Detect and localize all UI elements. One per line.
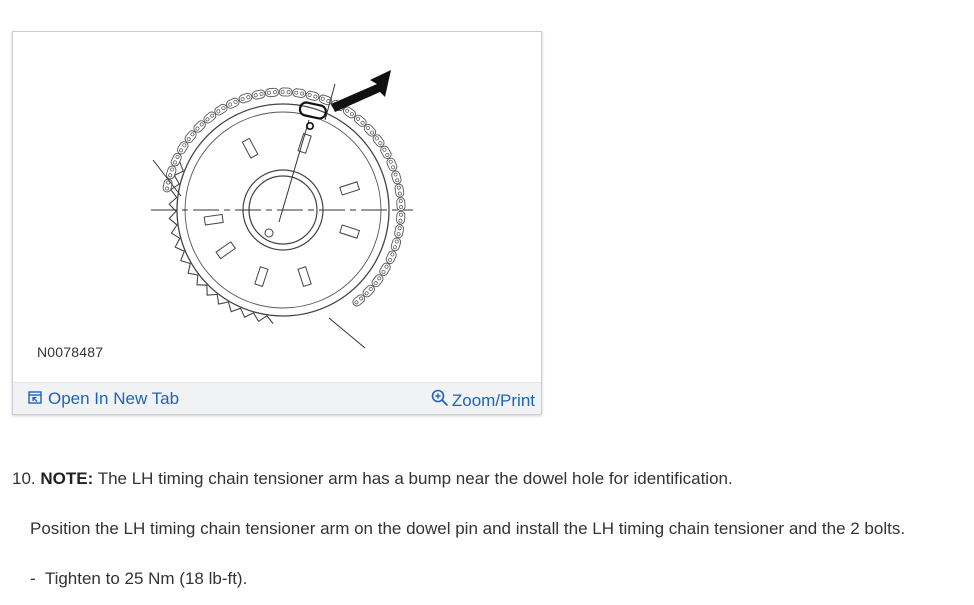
timing-chain xyxy=(162,87,406,307)
torque-spec-line: - Tighten to 25 Nm (18 lb-ft). xyxy=(30,569,247,589)
leader-line-left xyxy=(152,159,182,197)
zoom-print-link[interactable]: Zoom/Print xyxy=(431,389,535,412)
step-number: 10. xyxy=(12,469,36,488)
step-note-line: 10. NOTE: The LH timing chain tensioner … xyxy=(12,469,733,489)
figure-card: N0078487 Open In New Tab xyxy=(12,31,542,415)
open-in-new-tab-link[interactable]: Open In New Tab xyxy=(28,389,179,409)
timing-chain-illustration xyxy=(151,70,413,349)
figure-id-label: N0078487 xyxy=(37,344,104,360)
note-text: The LH timing chain tensioner arm has a … xyxy=(97,469,733,488)
sprocket-teeth xyxy=(168,161,274,324)
torque-spec: Tighten to 25 Nm (18 lb-ft). xyxy=(44,569,248,588)
step-instruction: Position the LH timing chain tensioner a… xyxy=(30,519,906,538)
figure-toolbar: Open In New Tab Zoom/Print xyxy=(13,382,541,414)
axis-line xyxy=(278,119,310,223)
leader-line-top xyxy=(324,83,336,121)
sprocket-dowel xyxy=(264,228,274,238)
open-in-new-tab-label: Open In New Tab xyxy=(48,389,180,408)
leader-line-bottom xyxy=(328,317,366,349)
dowel-hole-marker xyxy=(305,122,314,131)
bullet-marker: - xyxy=(30,569,36,588)
note-label: NOTE: xyxy=(40,469,94,488)
tensioner-bump-highlight xyxy=(298,101,327,120)
timing-chain-diagram xyxy=(13,32,541,382)
zoom-in-icon xyxy=(431,389,449,412)
callout-arrow xyxy=(331,70,391,112)
sprocket-slots xyxy=(203,132,361,288)
zoom-print-label: Zoom/Print xyxy=(451,390,535,410)
open-new-tab-icon xyxy=(28,389,42,409)
